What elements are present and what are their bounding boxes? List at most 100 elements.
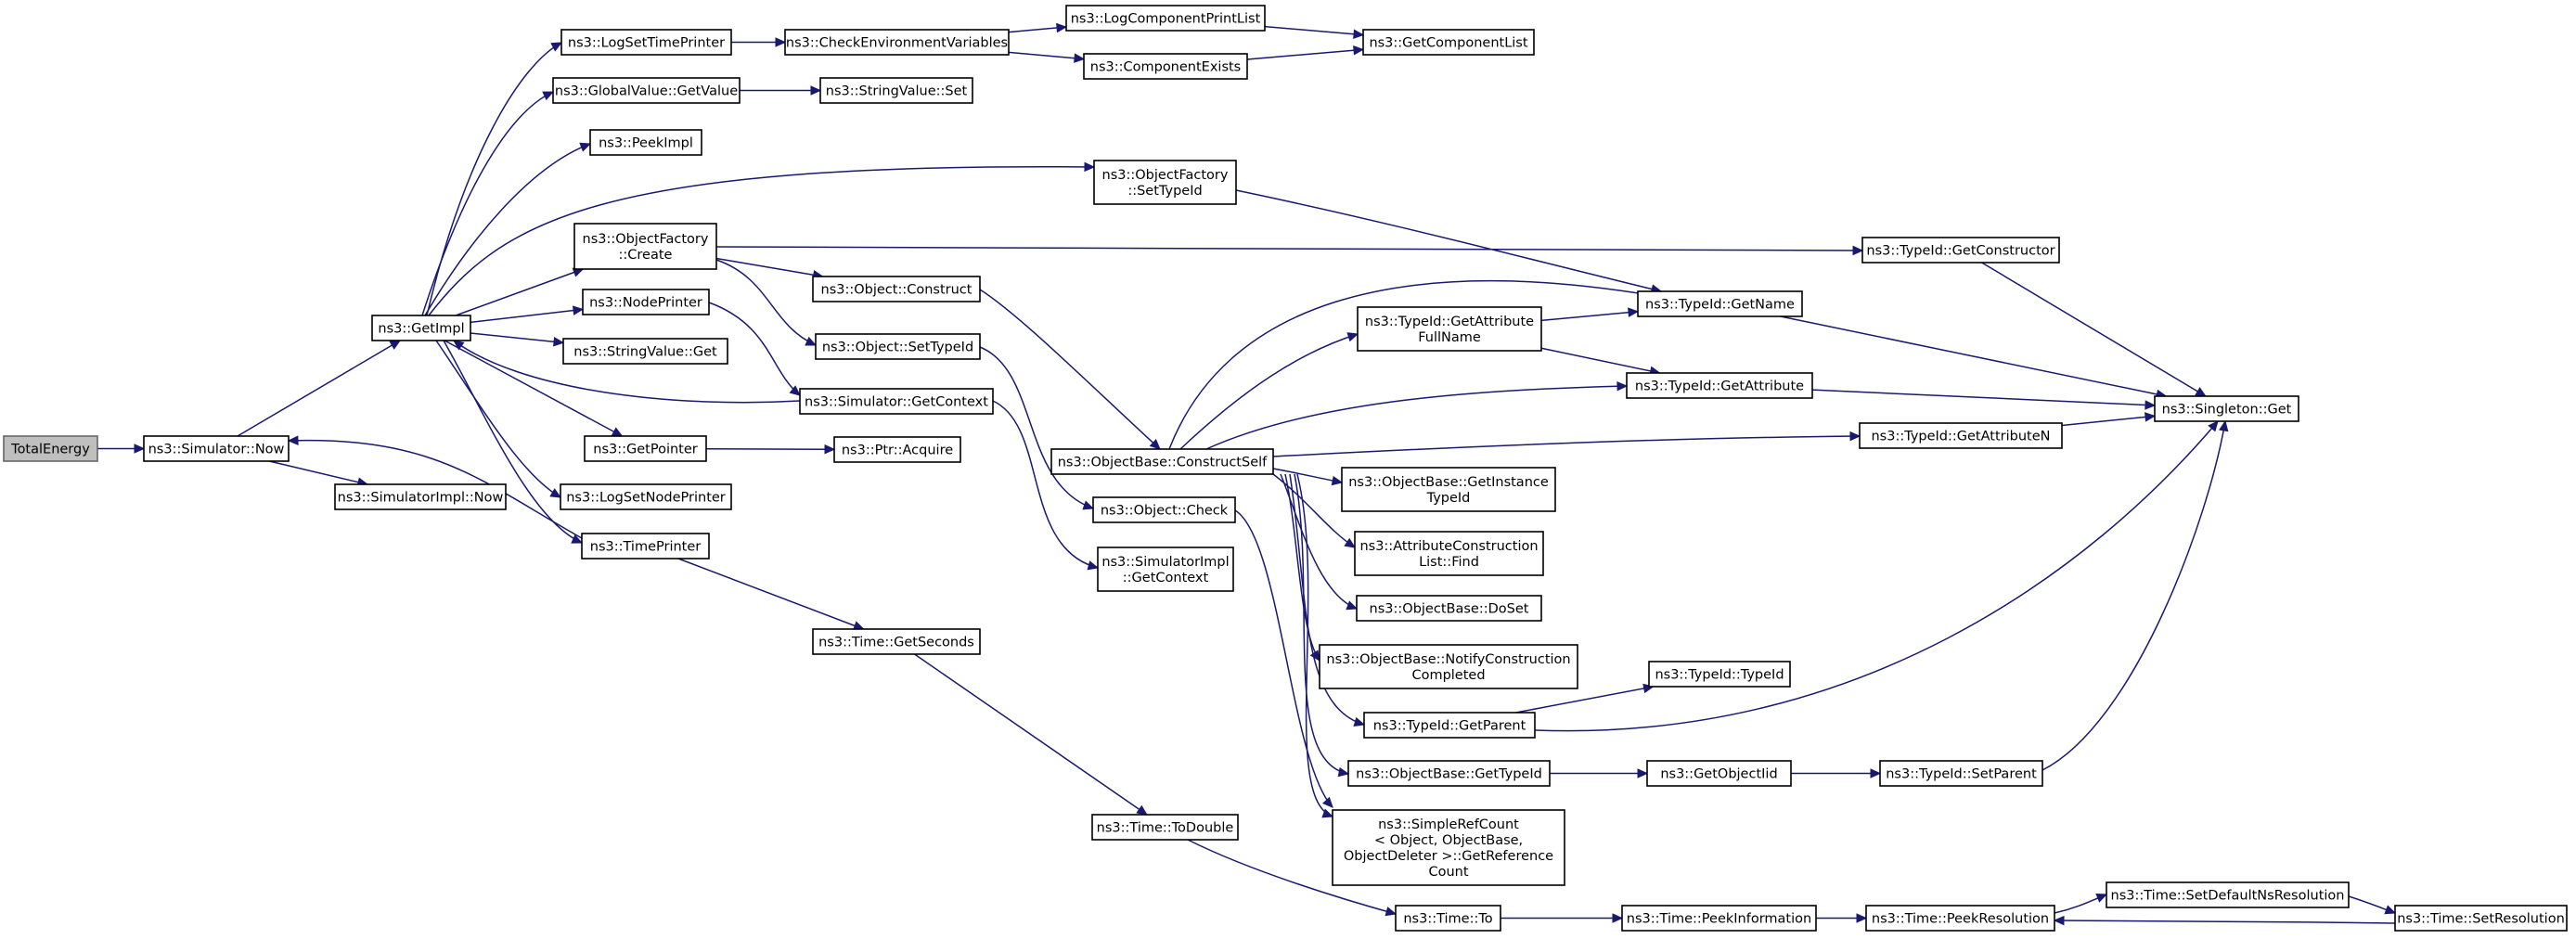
edge-obgettype-to-getobjectiid [1550, 768, 1649, 778]
node-objcheck[interactable]: ns3::Object::Check [1092, 496, 1236, 523]
node-box [552, 77, 741, 104]
node-box [1341, 467, 1556, 512]
node-box [819, 77, 973, 104]
edge-line [1235, 189, 1662, 292]
edge-constructself-to-obgetinst [1272, 468, 1344, 486]
node-getpointer[interactable]: ns3::GetPointer [584, 435, 707, 462]
edge-line [1294, 473, 1349, 775]
node-box [573, 223, 717, 270]
edge-line [715, 259, 817, 346]
node-box [1050, 448, 1274, 475]
node-logsettime[interactable]: ns3::LogSetTimePrinter [560, 29, 732, 56]
edge-objcheck-to-refcount [1234, 509, 1333, 808]
edge-line [470, 308, 584, 324]
node-total[interactable]: TotalEnergy [3, 435, 98, 462]
arrow-head-icon [1331, 475, 1344, 486]
node-simimplctx[interactable]: ns3::SimulatorImpl::GetContext [1097, 547, 1234, 592]
node-box [1357, 306, 1542, 352]
node-peekres[interactable]: ns3::Time::PeekResolution [1865, 905, 2055, 932]
node-timetodouble[interactable]: ns3::Time::ToDouble [1091, 814, 1239, 841]
node-label: ns3::Time::PeekInformation [1627, 912, 1811, 927]
node-label: ns3::StringValue::Get [573, 345, 717, 360]
edge-ofcreate-to-objsettype [715, 259, 818, 346]
node-tidtypeid[interactable]: ns3::TypeId::TypeId [1648, 661, 1791, 688]
node-getobjectiid[interactable]: ns3::GetObjectIid [1646, 760, 1792, 787]
node-label: ns3::Time::To [1403, 912, 1492, 927]
node-label: ns3::ObjectFactory [1102, 168, 1229, 183]
node-getimpl[interactable]: ns3::GetImpl [371, 315, 471, 341]
node-refcount[interactable]: ns3::SimpleRefCount< Object, ObjectBase,… [1332, 809, 1565, 886]
node-getcomplist[interactable]: ns3::GetComponentList [1362, 29, 1535, 56]
node-strset[interactable]: ns3::StringValue::Set [819, 77, 973, 104]
node-label: ns3::GetPointer [593, 443, 698, 457]
node-compexists[interactable]: ns3::ComponentExists [1083, 53, 1248, 80]
node-objsettype[interactable]: ns3::Object::SetTypeId [815, 333, 981, 360]
edge-timeprinter-to-simnow [287, 435, 583, 539]
arrow-head-icon [571, 534, 584, 544]
node-box [334, 483, 507, 510]
node-peekimpl[interactable]: ns3::PeekImpl [589, 129, 702, 156]
node-obdoset[interactable]: ns3::ObjectBase::DoSet [1356, 595, 1542, 622]
node-label: < Object, ObjectBase, [1374, 833, 1523, 848]
edge-line [453, 340, 801, 404]
node-simimplnow[interactable]: ns3::SimulatorImpl::Now [334, 483, 507, 510]
node-obnotify[interactable]: ns3::ObjectBase::NotifyConstructionCompl… [1319, 644, 1578, 689]
edge-getimpl-to-timeprinter [443, 340, 584, 544]
node-logcomplist[interactable]: ns3::LogComponentPrintList [1065, 5, 1266, 32]
node-ptracquire[interactable]: ns3::Ptr::Acquire [833, 436, 961, 463]
node-label: ns3::Time::GetSeconds [818, 636, 974, 650]
edge-line [1534, 420, 2219, 732]
arrow-head-icon [553, 337, 565, 347]
edge-constructself-to-obdoset [1280, 473, 1359, 611]
node-singleton[interactable]: ns3::Singleton::Get [2154, 395, 2299, 422]
arrow-head-icon [810, 85, 822, 96]
arrow-head-icon [542, 91, 555, 101]
node-box [1626, 372, 1813, 399]
node-constructself[interactable]: ns3::ObjectBase::ConstructSelf [1050, 448, 1274, 475]
node-timeto[interactable]: ns3::Time::To [1395, 905, 1501, 932]
node-logsetnode[interactable]: ns3::LogSetNodePrinter [560, 483, 732, 510]
arrow-head-icon [1353, 29, 1365, 40]
arrow-head-icon [1637, 768, 1649, 778]
edge-constructself-to-tidgetattrn [1272, 431, 1861, 457]
node-simnow[interactable]: ns3::Simulator::Now [143, 435, 290, 462]
arrow-head-icon [287, 435, 299, 445]
node-box [1093, 160, 1237, 205]
edge-logsettime-to-checkenv [731, 37, 787, 47]
node-objconstruct[interactable]: ns3::Object::Construct [812, 276, 981, 302]
node-label: ns3::TypeId::SetParent [1886, 767, 2037, 782]
node-nodeprinter[interactable]: ns3::NodePrinter [582, 289, 710, 315]
edge-line [444, 340, 623, 437]
node-tidgetctor[interactable]: ns3::TypeId::GetConstructor [1861, 237, 2060, 264]
node-globalval[interactable]: ns3::GlobalValue::GetValue [552, 77, 741, 104]
node-setres[interactable]: ns3::Time::SetResolution [2394, 905, 2568, 932]
node-timeprinter[interactable]: ns3::TimePrinter [581, 533, 710, 560]
node-simgetctx[interactable]: ns3::Simulator::GetContext [799, 388, 994, 415]
edge-simnow-to-getimpl [237, 340, 402, 437]
node-ofsettype[interactable]: ns3::ObjectFactory::SetTypeId [1093, 160, 1237, 205]
node-tidsetparent[interactable]: ns3::TypeId::SetParent [1879, 760, 2043, 787]
edge-getimpl-to-logsettime [426, 42, 563, 316]
node-box [799, 388, 994, 415]
edge-constructself-to-refcount [1296, 473, 1334, 818]
node-obgettype[interactable]: ns3::ObjectBase::GetTypeId [1347, 760, 1551, 787]
node-tidgetname[interactable]: ns3::TypeId::GetName [1637, 290, 1803, 317]
node-peekinfo[interactable]: ns3::Time::PeekInformation [1621, 905, 1817, 932]
node-box [1395, 905, 1501, 932]
node-tidgetparent[interactable]: ns3::TypeId::GetParent [1363, 712, 1536, 739]
node-strget[interactable]: ns3::StringValue::Get [562, 338, 728, 365]
edge-getimpl-to-peekimpl [424, 142, 592, 316]
node-label: ::Create [619, 248, 673, 263]
node-checkenv[interactable]: ns3::CheckEnvironmentVariables [784, 29, 1010, 56]
node-tidgetattr[interactable]: ns3::TypeId::GetAttribute [1626, 372, 1813, 399]
node-timegetsec[interactable]: ns3::Time::GetSeconds [812, 628, 981, 655]
edge-timegetsec-to-timetodouble [914, 653, 1148, 816]
edge-line [979, 289, 1161, 450]
edge-getimpl-to-nodeprinter [470, 305, 585, 324]
node-setdefns[interactable]: ns3::Time::SetDefaultNsResolution [2106, 881, 2350, 908]
node-tidgetattrn[interactable]: ns3::TypeId::GetAttributeN [1859, 422, 2063, 449]
node-ofcreate[interactable]: ns3::ObjectFactory::Create [573, 223, 717, 270]
